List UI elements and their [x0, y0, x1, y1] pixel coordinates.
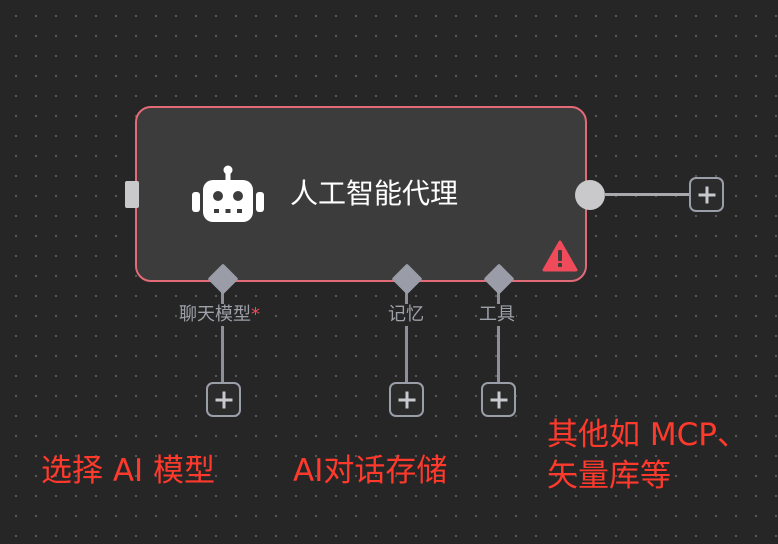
- node-title: 人工智能代理: [290, 177, 459, 210]
- annotation-memory: AI对话存储: [293, 453, 448, 489]
- chat-model-label-text: 聊天模型: [179, 304, 251, 325]
- memory-label: 记忆: [387, 304, 425, 326]
- annotation-chat-model: 选择 AI 模型: [41, 453, 216, 489]
- chat-model-label: 聊天模型*: [178, 304, 261, 326]
- node-input-handle[interactable]: [125, 181, 139, 208]
- add-memory-button[interactable]: [389, 382, 424, 417]
- add-chat-model-button[interactable]: [206, 382, 241, 417]
- memory-connector: [405, 280, 408, 384]
- required-mark: *: [251, 304, 260, 325]
- tools-label: 工具: [478, 304, 516, 326]
- robot-icon: [192, 165, 264, 222]
- add-tools-button[interactable]: [481, 382, 516, 417]
- chat-model-connector: [221, 280, 224, 384]
- add-next-node-button[interactable]: [689, 177, 724, 212]
- output-handle[interactable]: [575, 180, 605, 210]
- warning-icon[interactable]: [542, 240, 578, 272]
- annotation-tools-line2: 矢量库等: [547, 458, 671, 494]
- output-connector: [604, 193, 690, 196]
- tools-connector: [497, 280, 500, 384]
- annotation-tools-line1: 其他如 MCP、: [547, 417, 748, 453]
